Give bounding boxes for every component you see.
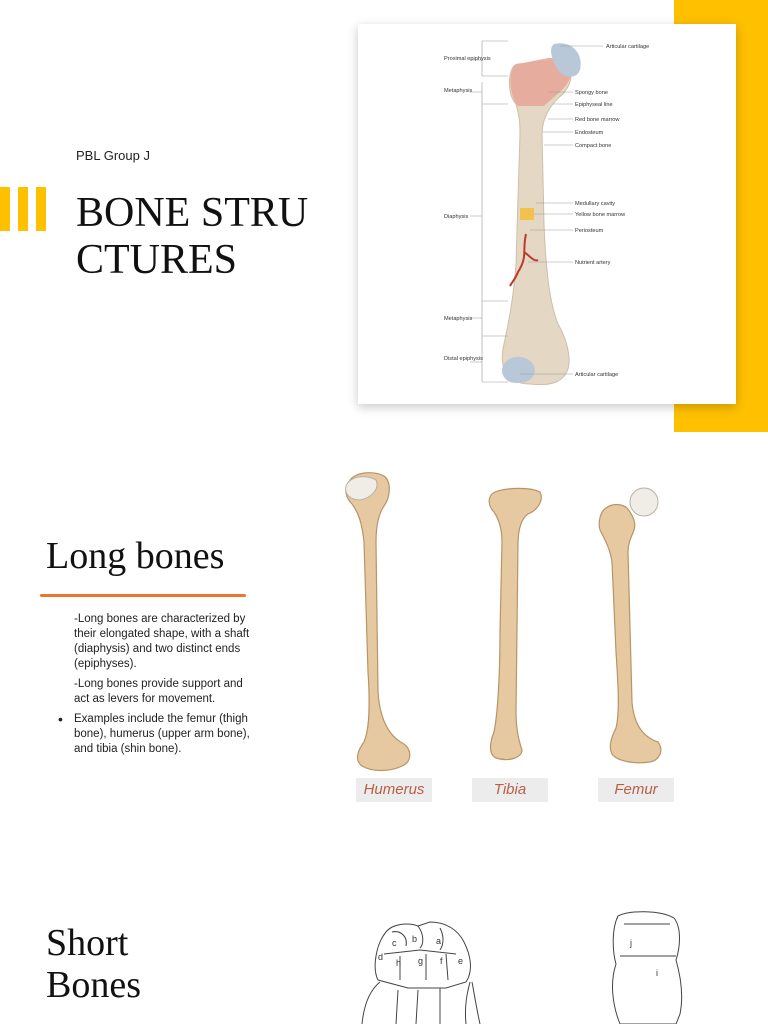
slide-bone-structures: PBL Group J BONE STRUCTURES xyxy=(0,0,768,432)
label-articular-cartilage-top: Articular cartilage xyxy=(606,44,649,50)
nutrient-artery-shape xyxy=(509,233,539,287)
subtitle: PBL Group J xyxy=(76,148,150,163)
page-title: BONE STRUCTURES xyxy=(76,190,309,283)
section-title: Long bones xyxy=(46,535,225,577)
articular-cartilage-bottom xyxy=(502,356,535,384)
paragraph: -Long bones provide support and act as l… xyxy=(74,678,243,705)
label-articular-cartilage-bottom: Articular cartilage xyxy=(575,372,618,378)
long-bones-illustration xyxy=(345,472,662,772)
tarsal-letter-i: i xyxy=(656,968,658,978)
section-title: Short Bones xyxy=(46,922,141,1006)
label-diaphysis: Diaphysis xyxy=(444,214,468,220)
spongy-bone-shape xyxy=(510,58,572,106)
label-spongy-bone: Spongy bone xyxy=(575,90,608,96)
carpal-letter-f: f xyxy=(440,956,443,966)
bone-anatomy-diagram: Proximal epiphysis Metaphysis Diaphysis … xyxy=(358,24,736,404)
diagram-right-labels: Articular cartilage Spongy bone Epiphyse… xyxy=(575,44,649,378)
carpal-letter-c: c xyxy=(392,938,397,948)
humerus-label: Humerus xyxy=(356,778,432,802)
yellow-marrow-shape xyxy=(520,208,534,220)
carpal-letter-a: a xyxy=(436,936,441,946)
label-epiphyseal-line: Epiphyseal line xyxy=(575,102,613,108)
humerus-bone xyxy=(345,472,411,772)
femur-bone-shape xyxy=(501,59,572,386)
bullet-item: Examples include the femur (thigh bone),… xyxy=(58,712,254,757)
label-periosteum: Periosteum xyxy=(575,228,604,234)
carpal-letter-b: b xyxy=(412,934,417,944)
label-metaphysis-bottom: Metaphysis xyxy=(444,316,472,322)
label-proximal-epiphysis: Proximal epiphysis xyxy=(444,56,491,62)
carpal-letter-e: e xyxy=(458,956,463,966)
label-yellow-bone-marrow: Yellow bone marrow xyxy=(575,212,626,218)
label-nutrient-artery: Nutrient artery xyxy=(575,260,611,266)
diagram-left-labels: Proximal epiphysis Metaphysis Diaphysis … xyxy=(444,56,491,362)
tibia-bone xyxy=(488,487,542,761)
label-distal-epiphysis: Distal epiphysis xyxy=(444,356,483,362)
label-metaphysis-top: Metaphysis xyxy=(444,88,472,94)
paragraph: -Long bones are characterized by their e… xyxy=(74,613,250,670)
tarsal-letter-j: j xyxy=(629,938,632,948)
carpal-letter-g: g xyxy=(418,956,423,966)
short-bones-illustration: c b a d h g f e j i xyxy=(361,911,683,1024)
label-medullary-cavity: Medullary cavity xyxy=(575,201,615,207)
slide-short-bones: Short Bones c b a d h g f e j i xyxy=(0,864,768,1024)
femur-diagram-svg: Proximal epiphysis Metaphysis Diaphysis … xyxy=(444,40,649,386)
title-underline xyxy=(40,594,246,597)
label-red-bone-marrow: Red bone marrow xyxy=(575,117,620,123)
articular-cartilage-top xyxy=(551,43,581,77)
label-endosteum: Endosteum xyxy=(575,130,604,136)
label-compact-bone: Compact bone xyxy=(575,143,611,149)
tibia-label: Tibia xyxy=(472,778,548,802)
femur-label: Femur xyxy=(598,778,674,802)
bullet-list: Examples include the femur (thigh bone),… xyxy=(58,712,254,757)
accent-bars-icon xyxy=(0,187,48,231)
carpal-letter-h: h xyxy=(396,958,401,968)
body-text: -Long bones are characterized by their e… xyxy=(58,612,254,757)
carpal-letter-d: d xyxy=(378,952,383,962)
slide-long-bones: Long bones -Long bones are characterized… xyxy=(0,432,768,864)
femur-bone xyxy=(598,503,662,764)
